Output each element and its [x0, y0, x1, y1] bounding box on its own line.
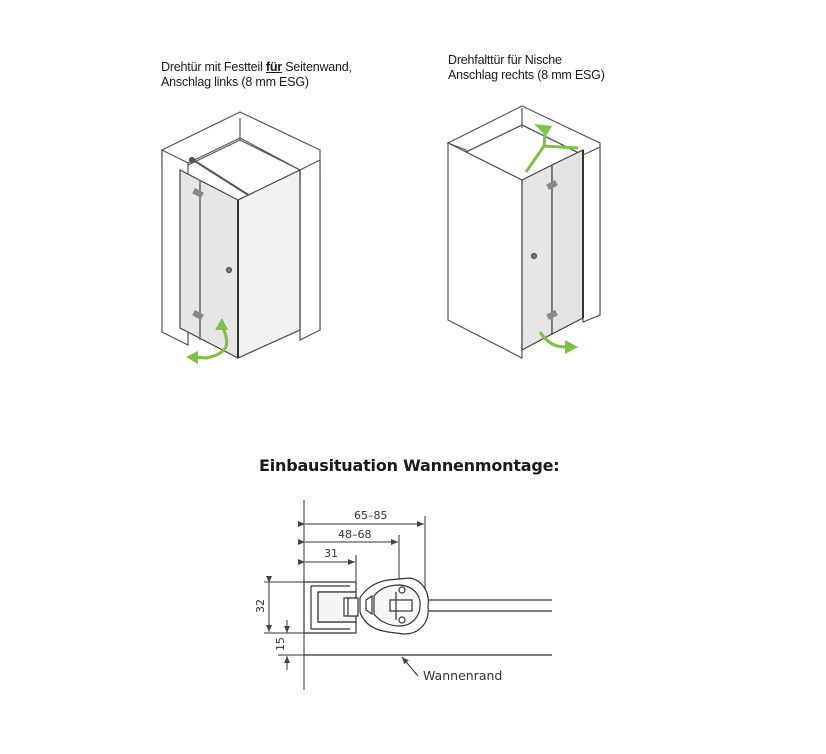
- illustration-corner-shower: [161, 111, 321, 359]
- fold-arrow-bottom-icon: [538, 331, 578, 354]
- dim-label-15: 15: [274, 637, 287, 651]
- fold-arrow-top-icon: [524, 124, 579, 173]
- wannenrand-pointer: [401, 656, 419, 677]
- wall-profile: [303, 581, 359, 634]
- caption-left: Drehtür mit Festteil für Seitenwand, Ans…: [161, 60, 352, 90]
- dim-label-31: 31: [324, 547, 338, 560]
- caption-right-line2: Anschlag rechts (8 mm ESG): [448, 68, 605, 82]
- dim-label-32: 32: [254, 599, 267, 613]
- bifold-panel-2: [551, 149, 584, 335]
- dim-label-48-68: 48–68: [338, 528, 372, 541]
- side-panel: [237, 169, 301, 359]
- bifold-panel-1: [521, 164, 553, 351]
- niche-left-pillar: [447, 142, 523, 359]
- door-handle: [225, 266, 233, 274]
- caption-right-line1: Drehfalttür für Nische: [448, 53, 562, 67]
- stabilizer-bar: [189, 157, 251, 197]
- glass-door: [179, 169, 239, 359]
- hinge-bottom: [192, 310, 204, 320]
- illustration-niche-door: [446, 105, 601, 359]
- caption-right: Drehfalttür für Nische Anschlag rechts (…: [448, 53, 605, 83]
- caption-left-line2: Anschlag links (8 mm ESG): [161, 75, 309, 89]
- niche-right-wall: [582, 146, 601, 323]
- pillar-top-edge: [465, 151, 523, 181]
- hinge-profile: [359, 577, 429, 635]
- right-wall: [299, 159, 321, 341]
- bifold-hinge-bottom: [546, 310, 558, 320]
- swing-arrow-left-icon: [186, 318, 229, 364]
- caption-left-text: Drehtür mit Festteil: [161, 60, 266, 74]
- caption-left-text-end: Seitenwand,: [281, 60, 352, 74]
- dim-label-65-85: 65–85: [354, 509, 388, 522]
- section-title: Einbausituation Wannenmontage:: [259, 456, 560, 475]
- bifold-hinge-top: [546, 180, 558, 190]
- section-drawing: 65–85 48–68 31 32 15: [254, 500, 552, 690]
- label-wannenrand: Wannenrand: [423, 668, 502, 683]
- hinge-top: [192, 188, 204, 198]
- caption-left-bold: für: [265, 60, 282, 74]
- bifold-handle: [530, 252, 538, 260]
- dimension-lines: [266, 521, 424, 670]
- rail-fitting: [188, 156, 196, 164]
